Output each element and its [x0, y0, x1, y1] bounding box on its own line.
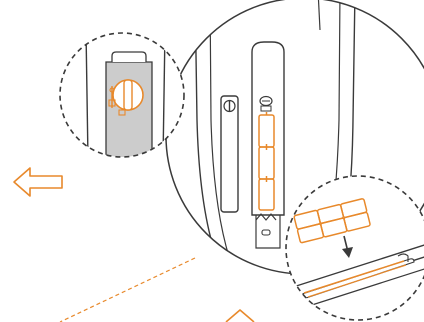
bottom-up-arrow-icon [226, 310, 254, 322]
leader-line-to-main-circle [60, 258, 195, 322]
latch-screw-icon [224, 101, 235, 112]
zoom-circle-bottom-right [286, 176, 424, 320]
latch-slot [221, 96, 238, 212]
slide-left-arrow-icon [14, 168, 62, 196]
battery-compartment-channel [252, 42, 284, 215]
zoom-circle-top-left [60, 30, 184, 168]
